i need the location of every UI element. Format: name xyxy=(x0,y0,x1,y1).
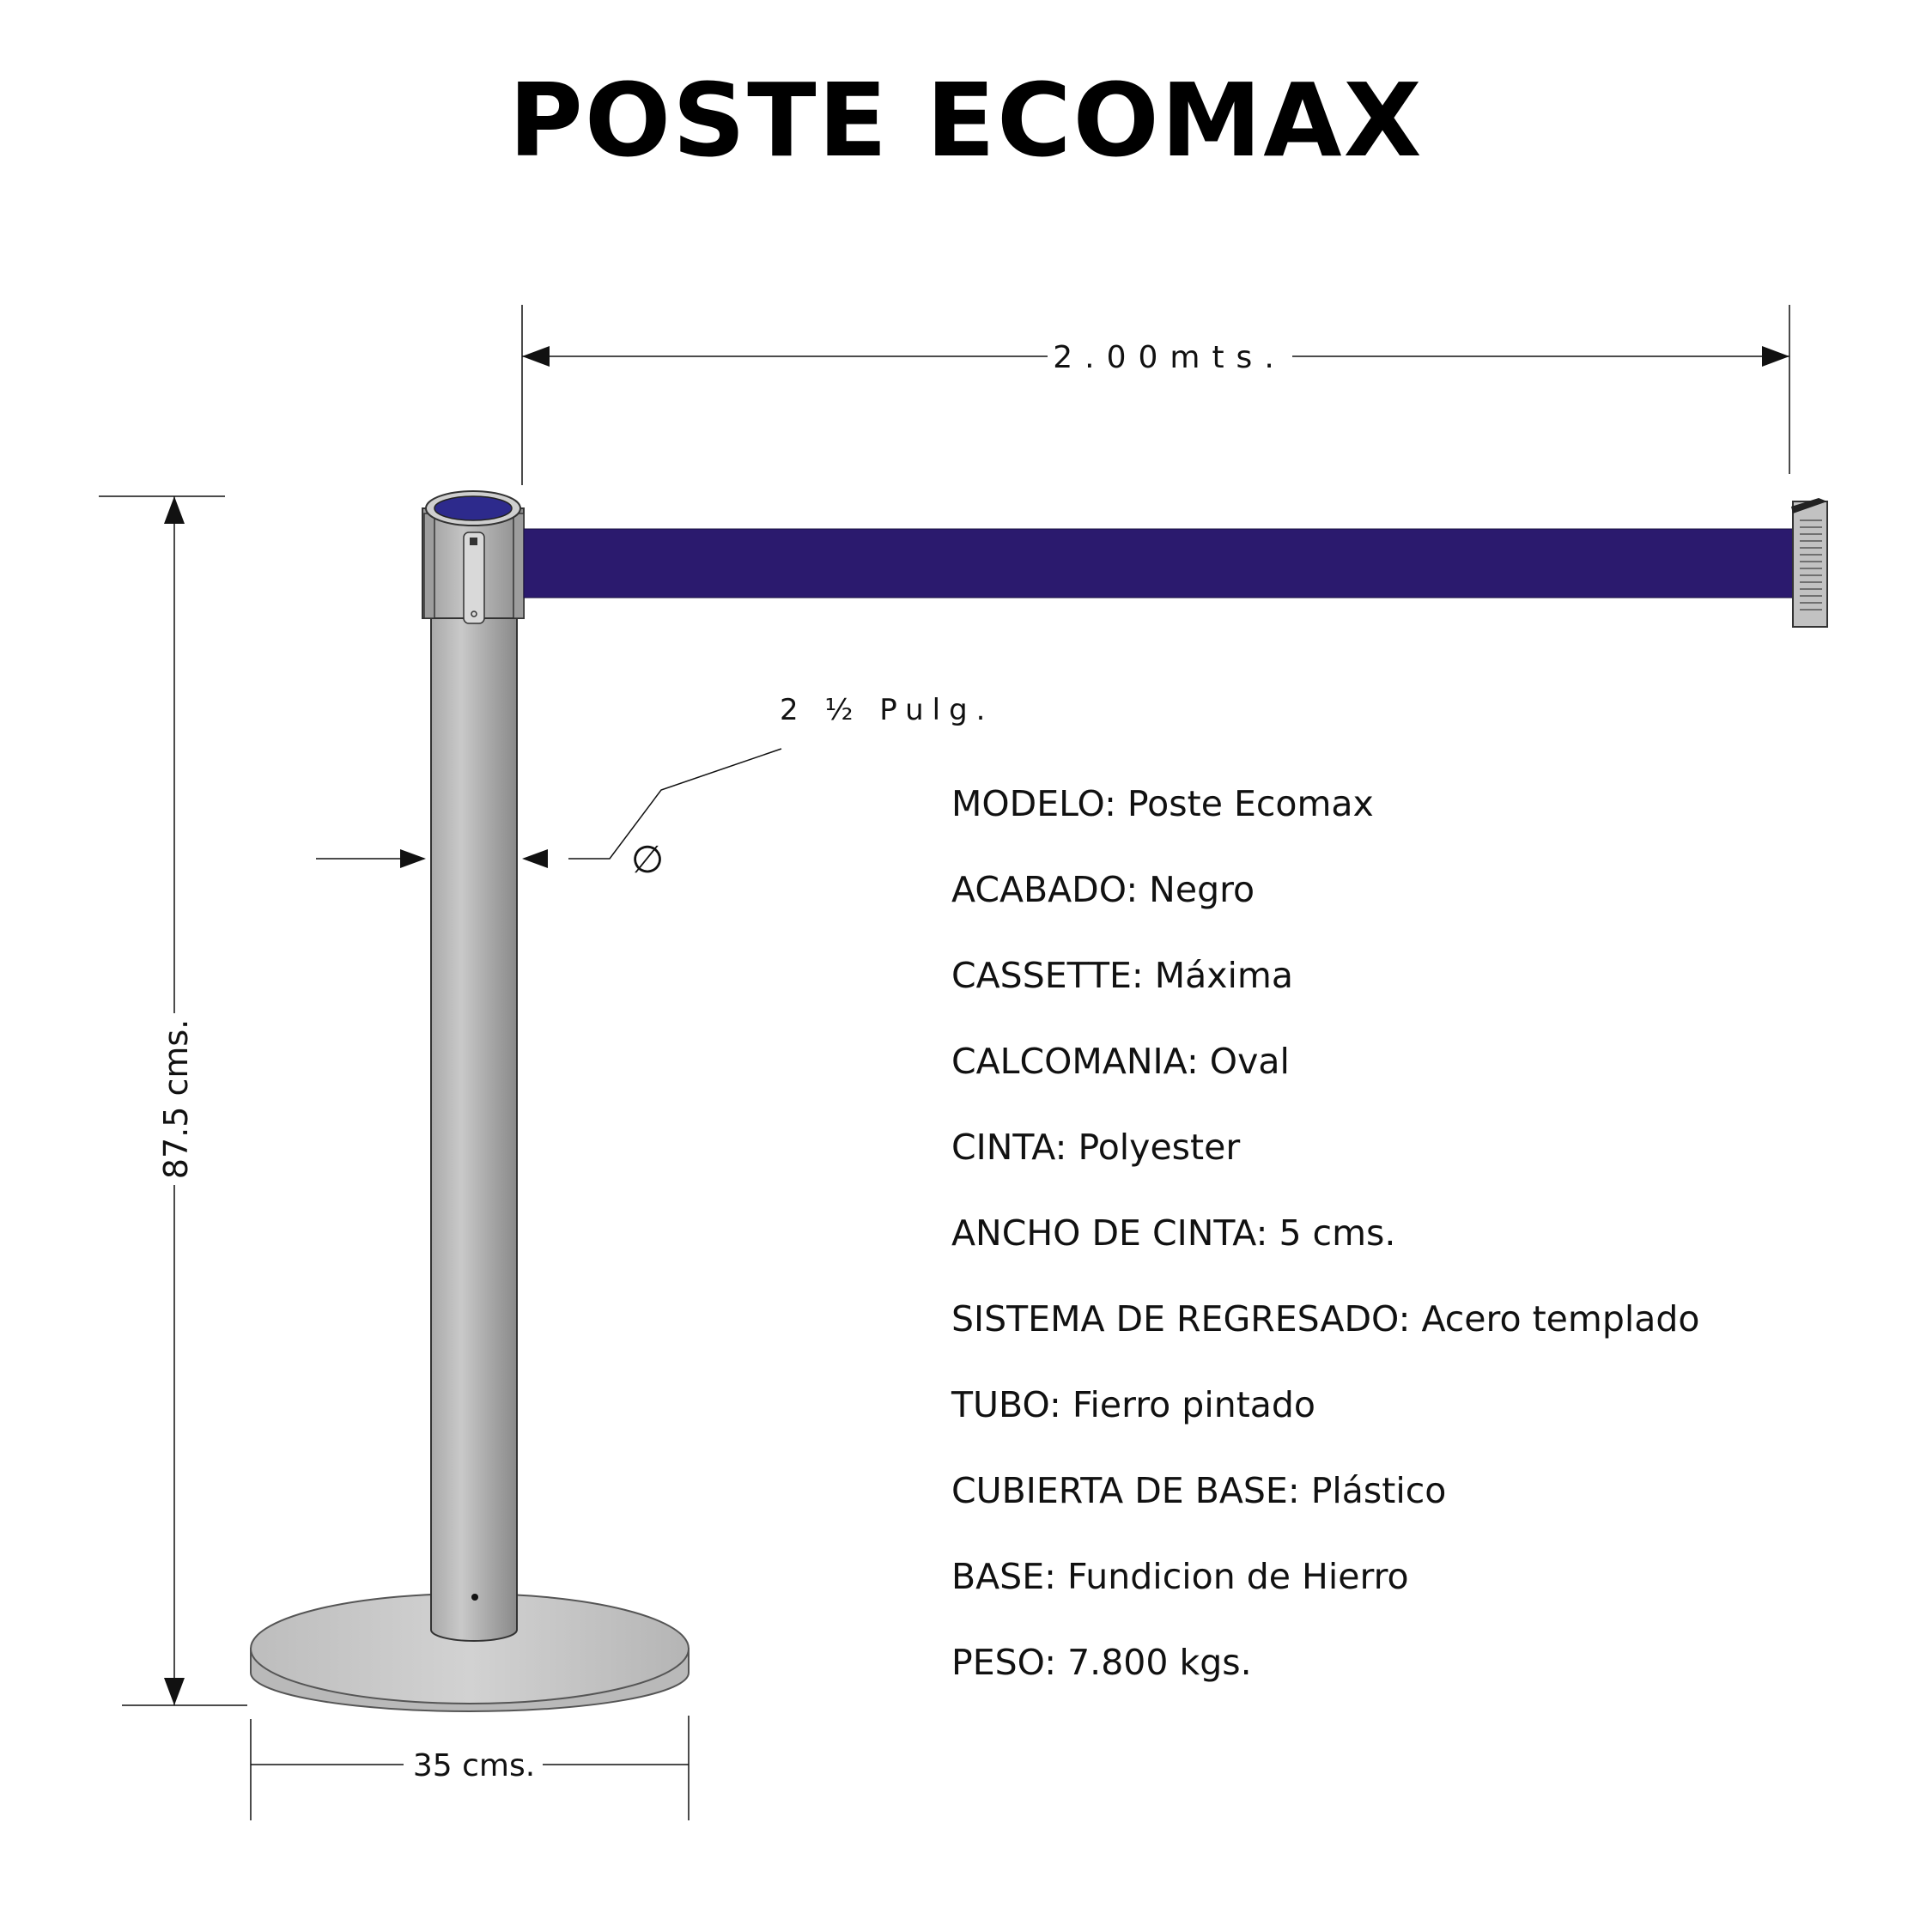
spec-label: SISTEMA DE REGRESADO xyxy=(951,1298,1399,1340)
arrow-right-icon xyxy=(1762,346,1789,367)
spec-row: ANCHO DE CINTA: 5 cms. xyxy=(951,1207,1700,1293)
spec-separator: : xyxy=(1049,1384,1072,1425)
spec-row: CUBIERTA DE BASE: Plástico xyxy=(951,1465,1700,1551)
tube-hole xyxy=(471,1594,478,1601)
spec-separator: : xyxy=(1131,955,1155,996)
spec-separator: : xyxy=(1104,783,1127,824)
spec-row: PESO: 7.800 kgs. xyxy=(951,1637,1700,1722)
spec-row: ACABADO: Negro xyxy=(951,864,1700,950)
spec-separator: : xyxy=(1287,1470,1311,1511)
spec-label: CUBIERTA DE BASE xyxy=(951,1470,1288,1511)
spec-label: CASSETTE xyxy=(951,955,1132,996)
base-width-label: 35 cms. xyxy=(413,1748,535,1783)
spec-separator: : xyxy=(1255,1212,1279,1254)
spec-separator: : xyxy=(1186,1041,1210,1082)
spec-value: Polyester xyxy=(1078,1127,1241,1168)
spec-row: CALCOMANIA: Oval xyxy=(951,1036,1700,1121)
spec-separator: : xyxy=(1126,869,1150,910)
spec-separator: : xyxy=(1044,1642,1068,1683)
spec-row: MODELO: Poste Ecomax xyxy=(951,778,1700,864)
spec-label: PESO xyxy=(951,1642,1045,1683)
spec-value: Fierro pintado xyxy=(1072,1384,1316,1425)
head-clip xyxy=(463,532,485,624)
diameter-dimension: 2 ½ Pulg. ∅ xyxy=(316,693,994,882)
spec-row: BASE: Fundicion de Hierro xyxy=(951,1551,1700,1637)
spec-value: Poste Ecomax xyxy=(1127,783,1374,824)
post-base xyxy=(250,1593,690,1712)
height-dimension: 87.5 cms. xyxy=(99,495,247,1706)
spec-value: Plástico xyxy=(1310,1470,1447,1511)
height-label: 87.5 cms. xyxy=(157,1019,195,1179)
spec-label: ACABADO xyxy=(951,869,1127,910)
base-width-dimension: 35 cms. xyxy=(250,1716,690,1820)
diameter-label: 2 ½ Pulg. xyxy=(780,693,994,727)
spec-value: 5 cms. xyxy=(1279,1212,1396,1254)
spec-value: 7.800 kgs. xyxy=(1067,1642,1252,1683)
diameter-symbol-icon: ∅ xyxy=(631,838,664,882)
length-dimension: 2.00mts. xyxy=(521,305,1790,485)
length-label: 2.00mts. xyxy=(1053,340,1286,375)
arrow-up-icon xyxy=(164,496,185,524)
spec-value: Oval xyxy=(1209,1041,1290,1082)
spec-separator: : xyxy=(1054,1127,1078,1168)
post-head xyxy=(422,490,525,624)
post-tube xyxy=(430,536,518,1642)
spec-label: CALCOMANIA xyxy=(951,1041,1187,1082)
arrow-in-left-icon xyxy=(522,849,548,868)
spec-value: Acero templado xyxy=(1421,1298,1700,1340)
spec-label: CINTA xyxy=(951,1127,1055,1168)
spec-label: MODELO xyxy=(951,783,1105,824)
page-title: POSTE ECOMAX xyxy=(508,61,1424,179)
spec-label: TUBO xyxy=(951,1384,1050,1425)
head-cap-blue xyxy=(434,495,513,521)
belt-end-clip xyxy=(1791,498,1828,628)
arrow-in-right-icon xyxy=(400,849,426,868)
spec-row: CINTA: Polyester xyxy=(951,1121,1700,1207)
spec-separator: : xyxy=(1398,1298,1422,1340)
spec-label: BASE xyxy=(951,1556,1045,1597)
spec-row: SISTEMA DE REGRESADO: Acero templado xyxy=(951,1293,1700,1379)
spec-separator: : xyxy=(1044,1556,1067,1597)
arrow-left-icon xyxy=(522,346,550,367)
spec-label: ANCHO DE CINTA xyxy=(951,1212,1256,1254)
spec-value: Fundicion de Hierro xyxy=(1066,1556,1409,1597)
spec-row: TUBO: Fierro pintado xyxy=(951,1379,1700,1465)
spec-row: CASSETTE: Máxima xyxy=(951,950,1700,1036)
belt-strap xyxy=(523,528,1794,598)
arrow-down-icon xyxy=(164,1678,185,1705)
spec-value: Máxima xyxy=(1154,955,1293,996)
spec-value: Negro xyxy=(1149,869,1255,910)
